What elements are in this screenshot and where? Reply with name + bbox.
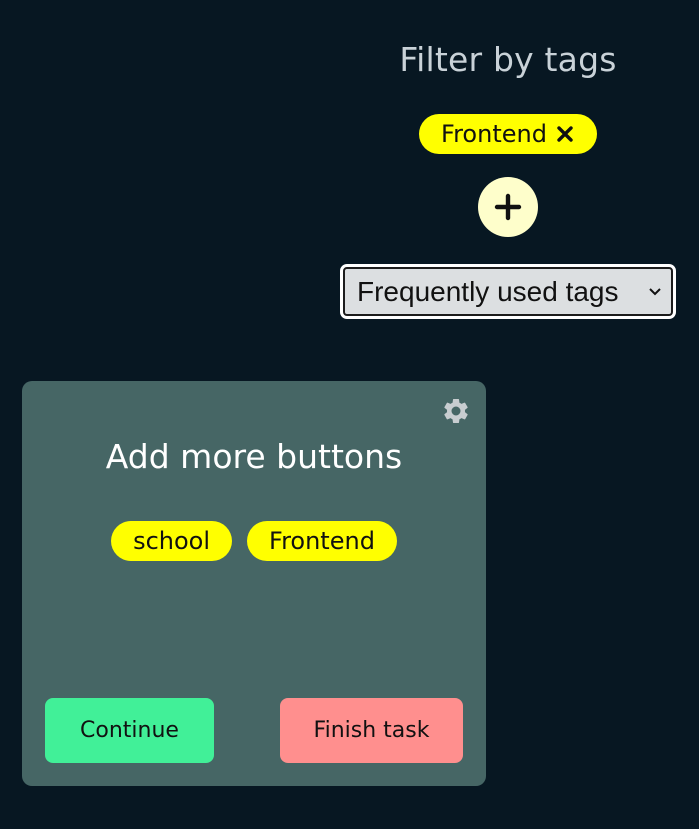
task-card: Add more buttons school Frontend Continu… [22, 381, 486, 786]
plus-icon [493, 192, 523, 222]
task-tag-school: school [111, 521, 233, 561]
tag-filter-panel: Filter by tags Frontend Frequently used … [338, 30, 678, 319]
task-tag-frontend: Frontend [247, 521, 397, 561]
select-value: Frequently used tags [357, 275, 619, 307]
active-filter-tag: Frontend [419, 114, 597, 154]
chevron-down-icon [647, 286, 663, 298]
add-tag-button[interactable] [478, 177, 538, 237]
finish-task-button[interactable]: Finish task [280, 698, 463, 763]
frequently-used-tags-select[interactable]: Frequently used tags [340, 264, 676, 319]
active-filter-tag-label: Frontend [441, 120, 547, 148]
gear-icon[interactable] [440, 395, 472, 427]
continue-button[interactable]: Continue [45, 698, 214, 763]
filter-title: Filter by tags [399, 40, 617, 79]
task-tags: school Frontend [22, 521, 486, 561]
close-icon[interactable] [555, 124, 575, 144]
task-title: Add more buttons [105, 437, 403, 476]
